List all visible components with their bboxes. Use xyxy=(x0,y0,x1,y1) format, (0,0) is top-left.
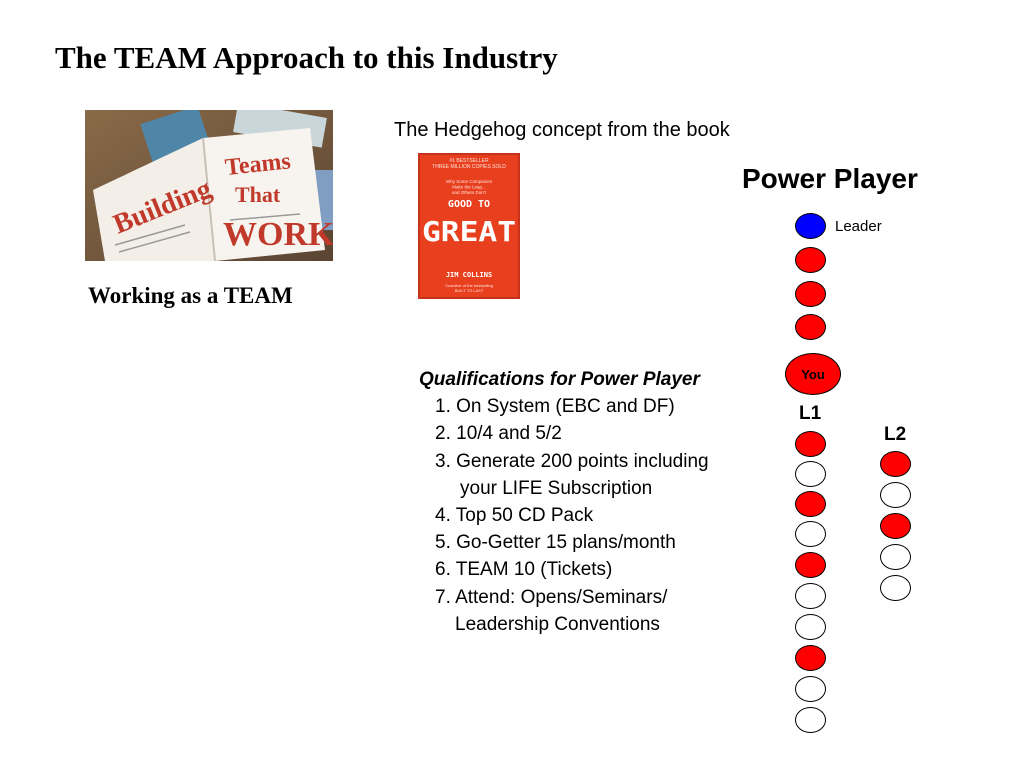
l1-node-empty xyxy=(795,461,826,487)
l1-label: L1 xyxy=(799,403,822,424)
photo-word-that: That xyxy=(235,182,281,207)
l2-node-filled xyxy=(880,451,911,477)
qualification-item: 2. 10/4 and 5/2 xyxy=(435,423,562,445)
hedgehog-heading: The Hedgehog concept from the book xyxy=(394,119,730,141)
qualifications-block: Qualifications for Power Player 1. On Sy… xyxy=(419,366,709,638)
qualification-item: 5. Go-Getter 15 plans/month xyxy=(435,532,676,554)
open-book-illustration: Building Teams That WORK xyxy=(85,110,333,261)
upline-node xyxy=(795,281,826,307)
slide-title: The TEAM Approach to this Industry xyxy=(55,40,558,75)
l2-label: L2 xyxy=(884,424,907,445)
cover-author: JIM COLLINS xyxy=(446,271,492,279)
power-player-title: Power Player xyxy=(742,163,918,194)
photo-word-work: WORK xyxy=(223,216,333,253)
l1-node-empty xyxy=(795,707,826,733)
l1-node-empty xyxy=(795,521,826,547)
qualification-item: 7. Attend: Opens/Seminars/ xyxy=(435,586,668,608)
l1-node-filled xyxy=(795,431,826,457)
cover-title-line2: GREAT xyxy=(422,215,516,248)
qualification-item: 4. Top 50 CD Pack xyxy=(435,505,594,527)
leader-label: Leader xyxy=(835,218,882,235)
upline-node xyxy=(795,247,826,273)
l1-node-empty xyxy=(795,583,826,609)
l1-node-filled xyxy=(795,491,826,517)
upline-node xyxy=(795,314,826,340)
l2-node-empty xyxy=(880,575,911,601)
l2-node-empty xyxy=(880,544,911,570)
you-node: You xyxy=(785,353,841,395)
cover-title-line1: GOOD TO xyxy=(448,199,490,210)
qualification-item: 1. On System (EBC and DF) xyxy=(435,396,675,418)
l1-node-empty xyxy=(795,676,826,702)
l2-node-empty xyxy=(880,482,911,508)
l1-node-filled xyxy=(795,552,826,578)
qualifications-heading: Qualifications for Power Player xyxy=(419,369,700,390)
l2-node-filled xyxy=(880,513,911,539)
qualification-item: 3. Generate 200 points including xyxy=(435,450,709,472)
qualification-item: 6. TEAM 10 (Tickets) xyxy=(435,559,613,581)
building-teams-photo: Building Teams That WORK xyxy=(85,110,333,261)
l1-node-empty xyxy=(795,614,826,640)
l1-node-filled xyxy=(795,645,826,671)
qualification-item-continued: Leadership Conventions xyxy=(455,613,660,635)
leader-node xyxy=(795,213,826,239)
qualification-item-continued: your LIFE Subscription xyxy=(460,477,653,499)
working-as-team-caption: Working as a TEAM xyxy=(88,283,293,308)
